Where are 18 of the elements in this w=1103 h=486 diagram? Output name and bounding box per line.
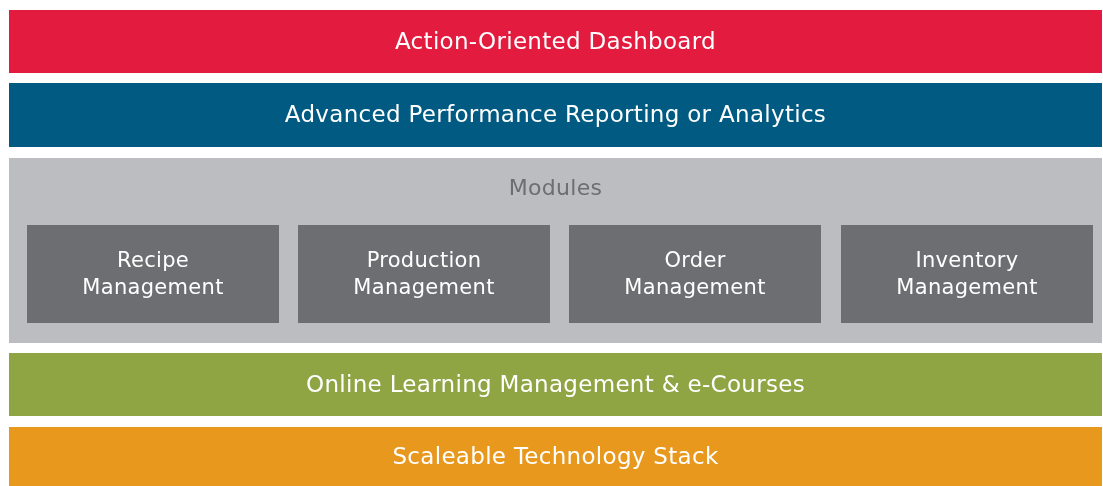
node-label: Order Management	[623, 246, 767, 301]
layer-band	[9, 10, 1102, 73]
module-box	[841, 225, 1093, 323]
layer-band	[9, 353, 1102, 416]
node-label: Modules	[508, 174, 603, 202]
node-label: Inventory Management	[895, 246, 1039, 301]
node-label: Advanced Performance Reporting or Analytics	[284, 100, 827, 130]
layer-band	[9, 427, 1102, 486]
node-label: Online Learning Management & e-Courses	[306, 369, 805, 399]
layer-band	[9, 83, 1102, 147]
node-label: Production Management	[352, 246, 496, 301]
module-box	[569, 225, 821, 323]
node-label: Action-Oriented Dashboard	[395, 26, 716, 56]
module-box	[27, 225, 279, 323]
node-label: Recipe Management	[81, 246, 225, 301]
node-label: Scaleable Technology Stack	[392, 441, 719, 471]
modules-panel	[9, 158, 1102, 343]
module-box	[298, 225, 550, 323]
